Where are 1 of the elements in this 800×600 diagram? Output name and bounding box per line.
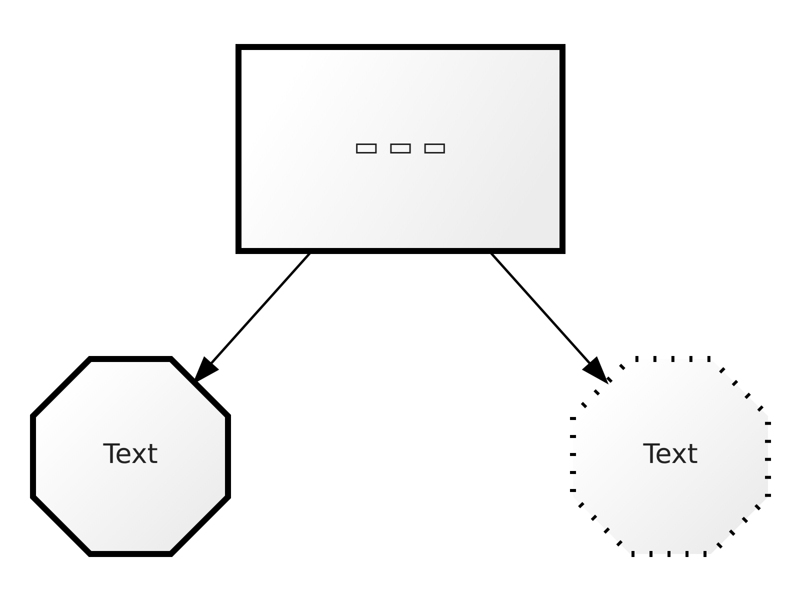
node-box: ▭ ▭ ▭: [235, 44, 565, 254]
